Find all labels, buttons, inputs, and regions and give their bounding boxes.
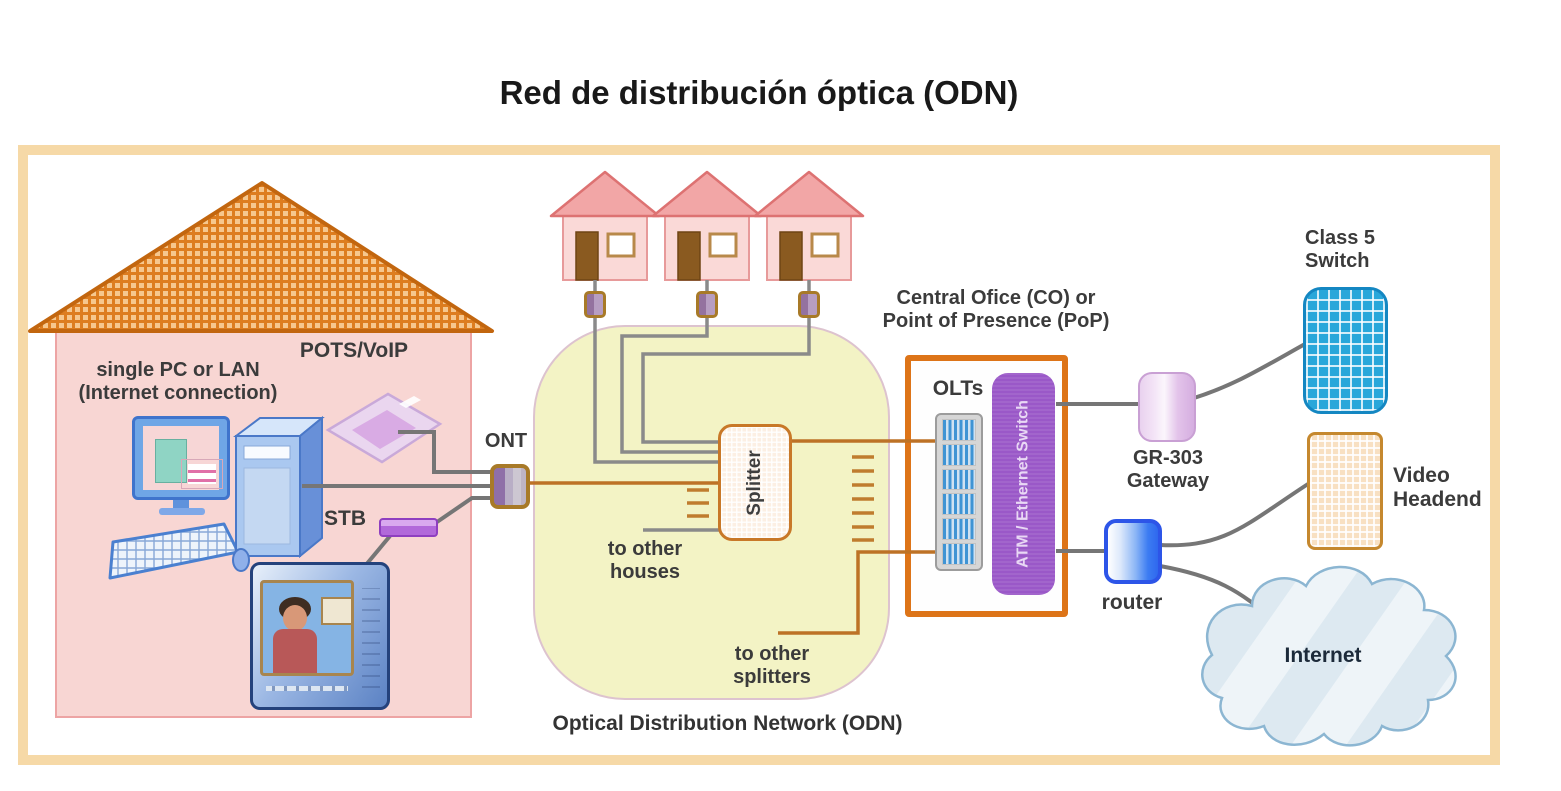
internet-cloud-icon — [1201, 565, 1457, 747]
internet-label: Internet — [1284, 644, 1362, 667]
mini-house — [651, 170, 763, 281]
ont-device-icon — [490, 464, 530, 509]
atm-ethernet-switch: ATM / Ethernet Switch — [992, 373, 1055, 595]
olts-label: OLTs — [932, 377, 984, 400]
video-headend-label: Video Headend — [1393, 464, 1482, 512]
splitter-box: Splitter — [718, 424, 792, 541]
house-ont-icon — [798, 291, 820, 318]
pc-tower-icon — [233, 415, 325, 559]
tv-icon — [250, 562, 390, 710]
pc-label: single PC or LAN (Internet connection) — [78, 359, 278, 405]
pots-label: POTS/VoIP — [299, 339, 409, 362]
gray-wires — [302, 342, 1310, 624]
stb-label: STB — [324, 507, 366, 530]
video-headend-icon — [1307, 432, 1383, 550]
to-other-houses-label: to other houses — [607, 538, 683, 584]
pc-monitor-icon — [132, 416, 230, 516]
house-roof-icon — [28, 181, 494, 333]
mini-house — [549, 170, 661, 281]
house-ont-icon — [696, 291, 718, 318]
keyboard-icon — [108, 522, 240, 580]
ont-label: ONT — [484, 430, 528, 452]
atm-switch-label: ATM / Ethernet Switch — [1014, 400, 1032, 568]
pots-voip-device-icon — [325, 392, 443, 464]
fiber-dashes — [687, 455, 874, 542]
mini-house — [753, 170, 865, 281]
splitter-label: Splitter — [744, 449, 765, 516]
class5-label: Class 5 Switch — [1305, 227, 1376, 273]
central-office-heading: Central Ofice (CO) or Point of Presence … — [882, 287, 1110, 333]
olt-rack-icon — [935, 413, 983, 571]
page-title: Red de distribución óptica (ODN) — [499, 74, 1019, 111]
to-other-splitters-label: to other splitters — [733, 643, 811, 689]
odn-caption: Optical Distribution Network (ODN) — [552, 712, 903, 735]
gr303-label: GR-303 Gateway — [1126, 447, 1210, 493]
house-ont-icon — [584, 291, 606, 318]
router-icon — [1104, 519, 1162, 584]
mouse-icon — [232, 548, 250, 572]
class5-switch-icon — [1303, 287, 1388, 414]
fiber-wires — [528, 439, 937, 635]
stb-device-icon — [379, 518, 438, 537]
router-label: router — [1101, 591, 1163, 614]
odn-region — [533, 325, 890, 700]
gr303-gateway-icon — [1138, 372, 1196, 442]
